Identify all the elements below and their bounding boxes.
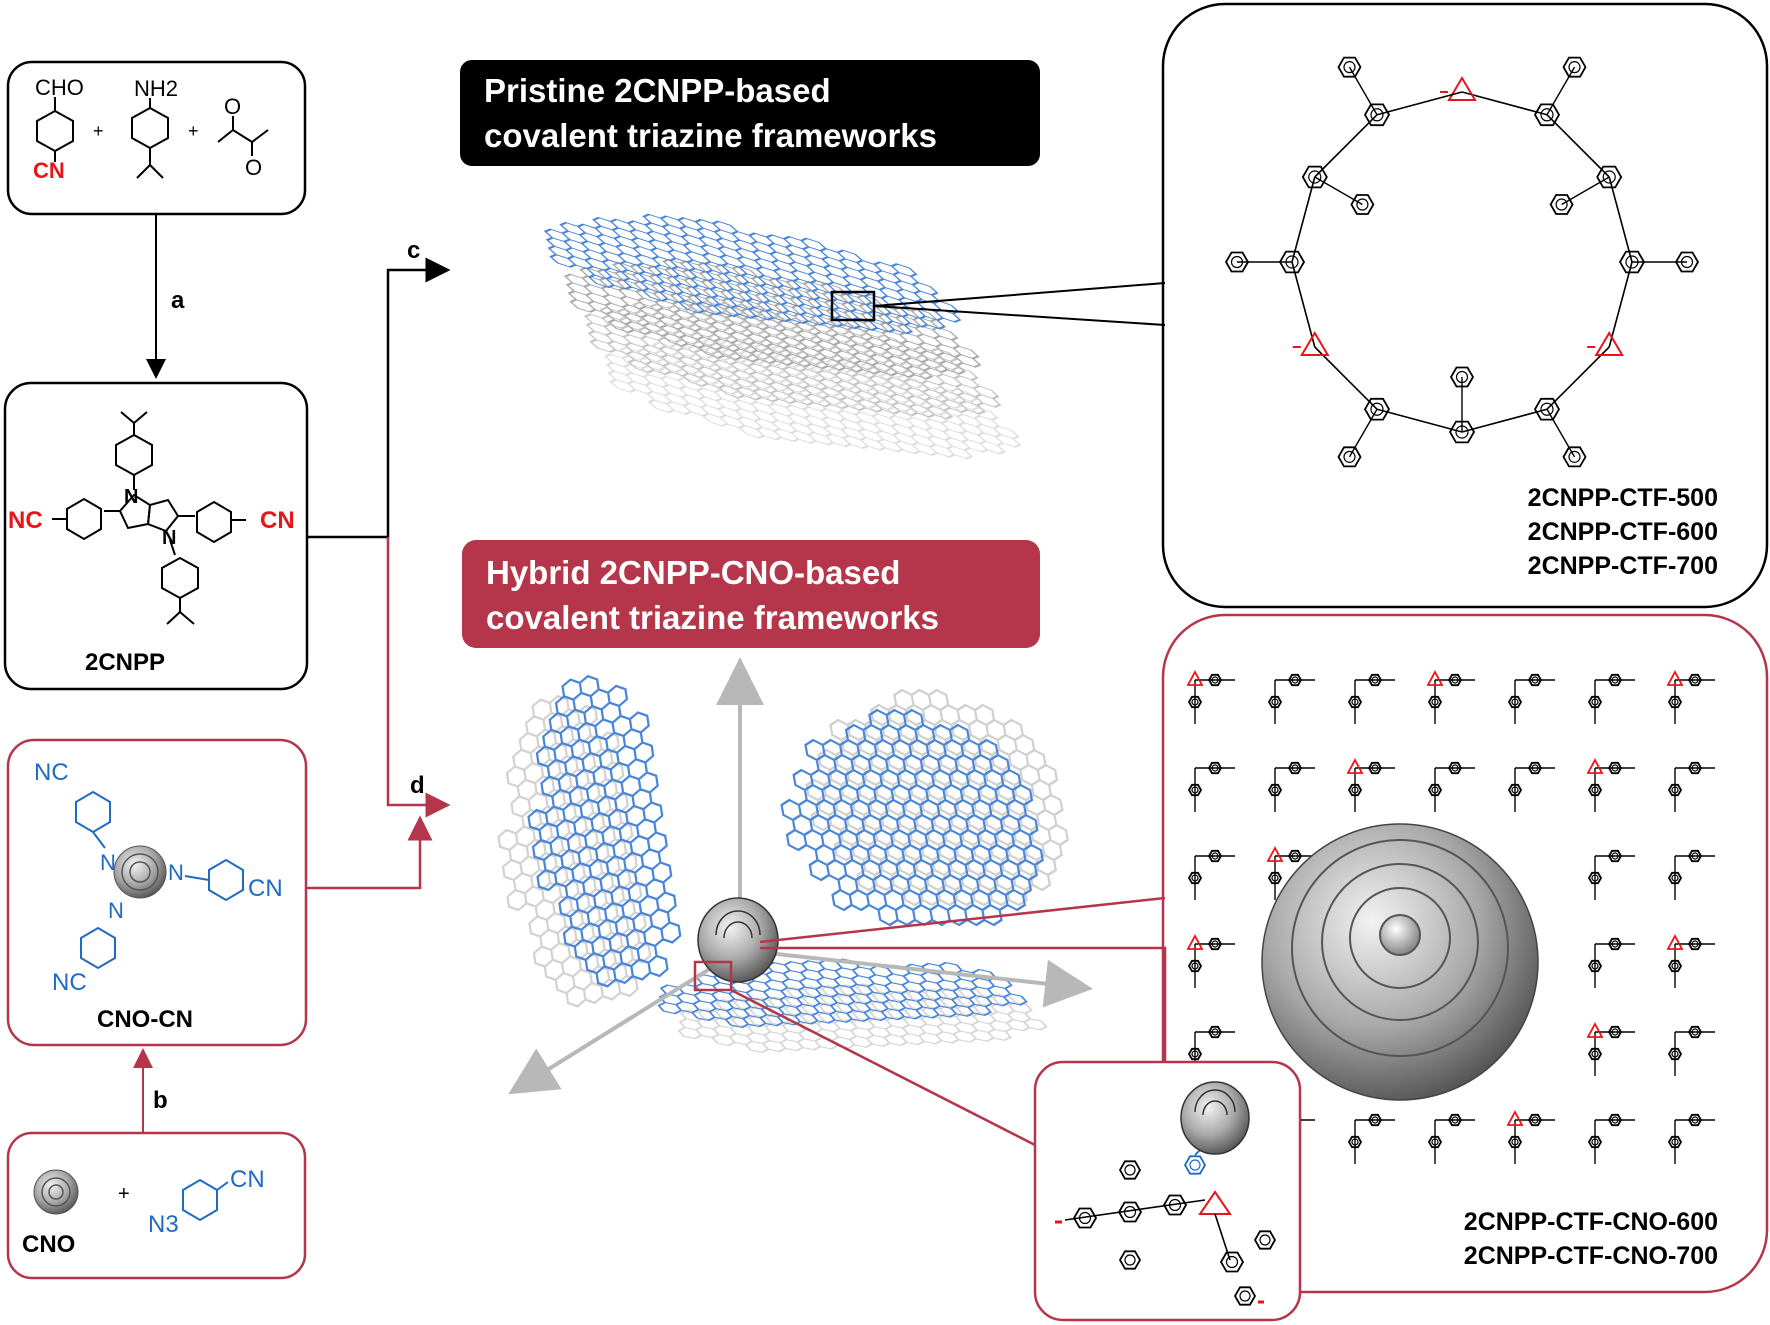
monomer-name: 2CNPP: [85, 649, 165, 676]
zoom-box: [693, 960, 733, 992]
hybrid-sheets: [497, 657, 1167, 1147]
azide-label: N3: [148, 1211, 179, 1238]
hybrid-banner-line2: covalent triazine frameworks: [486, 599, 939, 636]
nh2-label: NH2: [134, 76, 178, 101]
graphene-sheet: [563, 258, 982, 380]
cno-sphere: [33, 1169, 79, 1215]
arrow-d: [386, 537, 451, 818]
product-label: 2CNPP-CTF-700: [1528, 552, 1718, 580]
isopropylaniline-structure: NH2: [131, 76, 178, 179]
product-label: 2CNPP-CTF-CNO-700: [1464, 1242, 1718, 1270]
graphene-sheet: [543, 213, 962, 335]
nc-label-blue: NC: [52, 969, 87, 996]
cno-reagents-box: CNO + N3 CN: [6, 1131, 307, 1280]
cn-label-red: CN: [260, 507, 295, 534]
graphene-sheet: [805, 688, 1069, 907]
pristine-banner-line2: covalent triazine frameworks: [484, 117, 937, 154]
nitrogen-label: N: [124, 486, 138, 508]
arrow-c: [307, 257, 451, 539]
plus-sign: +: [118, 1183, 130, 1205]
hybrid-banner-line1: Hybrid 2CNPP-CNO-based: [486, 554, 900, 591]
nitrogen-label: N: [168, 860, 184, 885]
nitrogen-label: N: [100, 850, 116, 875]
product-label: 2CNPP-CTF-500: [1528, 484, 1718, 512]
step-d-label: d: [410, 772, 425, 799]
cno-name: CNO: [22, 1231, 75, 1258]
step-c-label: c: [407, 237, 420, 264]
graphene-sheet: [497, 694, 652, 1008]
oxygen-label: O: [245, 155, 262, 180]
hybrid-banner: Hybrid 2CNPP-CNO-based covalent triazine…: [462, 540, 1040, 648]
zoom-line: [873, 305, 1166, 326]
hybrid-structure-box: 2CNPP-CTF-CNO-600 2CNPP-CTF-CNO-700: [1161, 613, 1769, 1294]
cn-label-blue: CN: [248, 875, 283, 902]
cno-hemisphere: [1180, 1081, 1250, 1155]
graphene-sheet: [780, 708, 1044, 927]
zoom-line: [759, 896, 1166, 944]
butanedione-structure: O O: [217, 94, 269, 180]
cno-large-sphere: [1261, 823, 1539, 1101]
inset-closeup-box: [1033, 1060, 1302, 1322]
reagents-box: CHO CN + NH2 + O O: [6, 60, 307, 216]
pristine-banner-line1: Pristine 2CNPP-based: [484, 72, 831, 109]
nitrogen-label: N: [162, 527, 176, 549]
cno-cn-name: CNO-CN: [97, 1006, 193, 1033]
nc-label-blue: NC: [34, 759, 69, 786]
product-label: 2CNPP-CTF-CNO-600: [1464, 1208, 1718, 1236]
pristine-sheets: [543, 213, 1166, 460]
step-a-label: a: [171, 287, 185, 314]
axis-arrow: [739, 948, 1093, 1008]
product-label: 2CNPP-CTF-600: [1528, 518, 1718, 546]
cho-label: CHO: [35, 75, 84, 100]
arrow-cno-cn-to-d: [306, 815, 433, 890]
graphene-sheet: [527, 674, 682, 988]
pristine-structure-box: 2CNPP-CTF-500 2CNPP-CTF-600 2CNPP-CTF-70…: [1161, 2, 1769, 609]
zoom-line: [873, 282, 1166, 307]
plus-sign: +: [188, 121, 199, 141]
cno-cn-box: NC N N CN N NC CNO-CN: [6, 738, 308, 1047]
axis-arrow: [508, 948, 742, 1095]
zoom-line: [730, 988, 1036, 1147]
step-b-label: b: [153, 1087, 168, 1114]
plus-sign: +: [93, 121, 104, 141]
benzaldehyde-structure: CHO CN: [33, 75, 84, 183]
graphene-sheet: [657, 958, 1028, 1029]
cn-label-blue: CN: [230, 1166, 265, 1193]
graphene-sheet: [677, 983, 1048, 1054]
pristine-banner: Pristine 2CNPP-based covalent triazine f…: [460, 60, 1040, 166]
monomer-box: N N NC CN 2CNPP: [3, 381, 309, 691]
oxygen-label: O: [224, 94, 241, 119]
graphene-sheet: [583, 298, 1002, 420]
cn-label-red: CN: [33, 158, 65, 183]
zoom-line: [760, 946, 1167, 1062]
nc-label-red: NC: [8, 507, 43, 534]
nitrogen-label: N: [108, 898, 124, 923]
